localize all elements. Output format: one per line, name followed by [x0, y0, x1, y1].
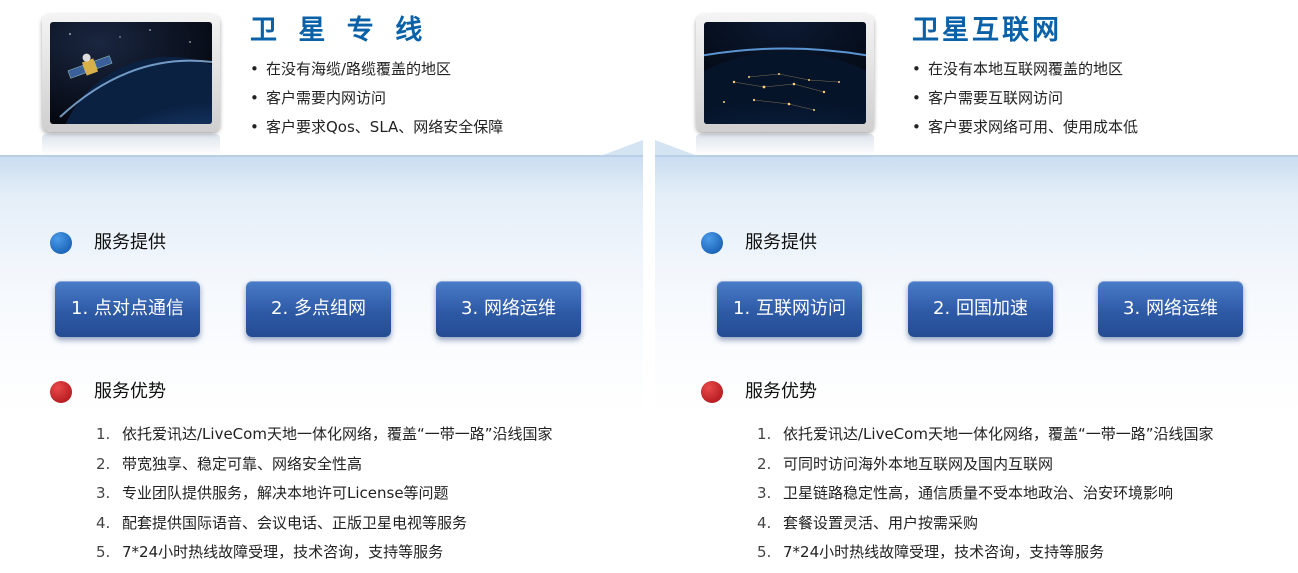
red-dot-icon — [50, 381, 72, 403]
list-item: 1.依托爱讯达/LiveCom天地一体化网络，覆盖“一带一路”沿线国家 — [96, 425, 553, 443]
list-item: •客户需要互联网访问 — [912, 89, 1064, 107]
list-item: 4.配套提供国际语音、会议电话、正版卫星电视等服务 — [96, 513, 468, 532]
advantages-list: 1.依托爱讯达/LiveCom天地一体化网络，覆盖“一带一路”沿线国家 2.带宽… — [96, 423, 553, 571]
list-item: 4.套餐设置灵活、用户按需采购 — [757, 513, 979, 532]
list-item: •客户需要内网访问 — [250, 89, 387, 107]
service-button-p2p[interactable]: 1. 点对点通信 — [55, 281, 200, 337]
list-item: 5.7*24小时热线故障受理，技术咨询，支持等服务 — [96, 543, 444, 561]
list-item: 5.7*24小时热线故障受理，技术咨询，支持等服务 — [757, 543, 1105, 561]
image-reflection — [42, 134, 220, 156]
service-button-multipoint[interactable]: 2. 多点组网 — [246, 281, 391, 337]
earth-lights-illustration — [704, 22, 866, 124]
earth-night-image — [696, 14, 874, 132]
scenario-list: •在没有本地互联网覆盖的地区 •客户需要互联网访问 •客户要求网络可用、使用成本… — [912, 58, 1138, 145]
list-item: •客户要求网络可用、使用成本低 — [912, 118, 1139, 136]
service-button-ops[interactable]: 3. 网络运维 — [1098, 281, 1243, 337]
background-band — [655, 155, 1298, 573]
panel-title: 卫星互联网 — [912, 15, 1062, 46]
list-item: •在没有海缆/路缆覆盖的地区 — [250, 60, 452, 78]
list-item: •客户要求Qos、SLA、网络安全保障 — [250, 118, 504, 136]
panel-title: 卫 星 专 线 — [250, 15, 429, 46]
panel-satellite-leased-line: 卫 星 专 线 •在没有海缆/路缆覆盖的地区 •客户需要内网访问 •客户要求Qo… — [0, 0, 643, 573]
service-button-china-accel[interactable]: 2. 回国加速 — [908, 281, 1053, 337]
band-corner — [655, 140, 695, 155]
service-button-internet[interactable]: 1. 互联网访问 — [717, 281, 862, 337]
satellite-image — [42, 14, 220, 132]
list-item: 1.依托爱讯达/LiveCom天地一体化网络，覆盖“一带一路”沿线国家 — [757, 425, 1214, 443]
background-band — [0, 155, 643, 573]
list-item: 2.可同时访问海外本地互联网及国内互联网 — [757, 454, 1054, 473]
blue-dot-icon — [701, 232, 723, 254]
band-divider — [655, 155, 1298, 157]
service-button-ops[interactable]: 3. 网络运维 — [436, 281, 581, 337]
red-dot-icon — [701, 381, 723, 403]
advantages-list: 1.依托爱讯达/LiveCom天地一体化网络，覆盖“一带一路”沿线国家 2.可同… — [757, 423, 1214, 571]
panel-satellite-internet: 卫星互联网 •在没有本地互联网覆盖的地区 •客户需要互联网访问 •客户要求网络可… — [655, 0, 1298, 573]
blue-dot-icon — [50, 232, 72, 254]
band-corner — [603, 140, 643, 155]
satellite-earth-illustration — [50, 22, 212, 124]
list-item: 2.带宽独享、稳定可靠、网络安全性高 — [96, 454, 363, 473]
list-item: •在没有本地互联网覆盖的地区 — [912, 60, 1124, 78]
scenario-list: •在没有海缆/路缆覆盖的地区 •客户需要内网访问 •客户要求Qos、SLA、网络… — [250, 58, 503, 145]
list-item: 3.卫星链路稳定性高，通信质量不受本地政治、治安环境影响 — [757, 484, 1174, 502]
band-divider — [0, 155, 643, 157]
image-reflection — [696, 134, 874, 156]
list-item: 3.专业团队提供服务，解决本地许可License等问题 — [96, 484, 449, 502]
